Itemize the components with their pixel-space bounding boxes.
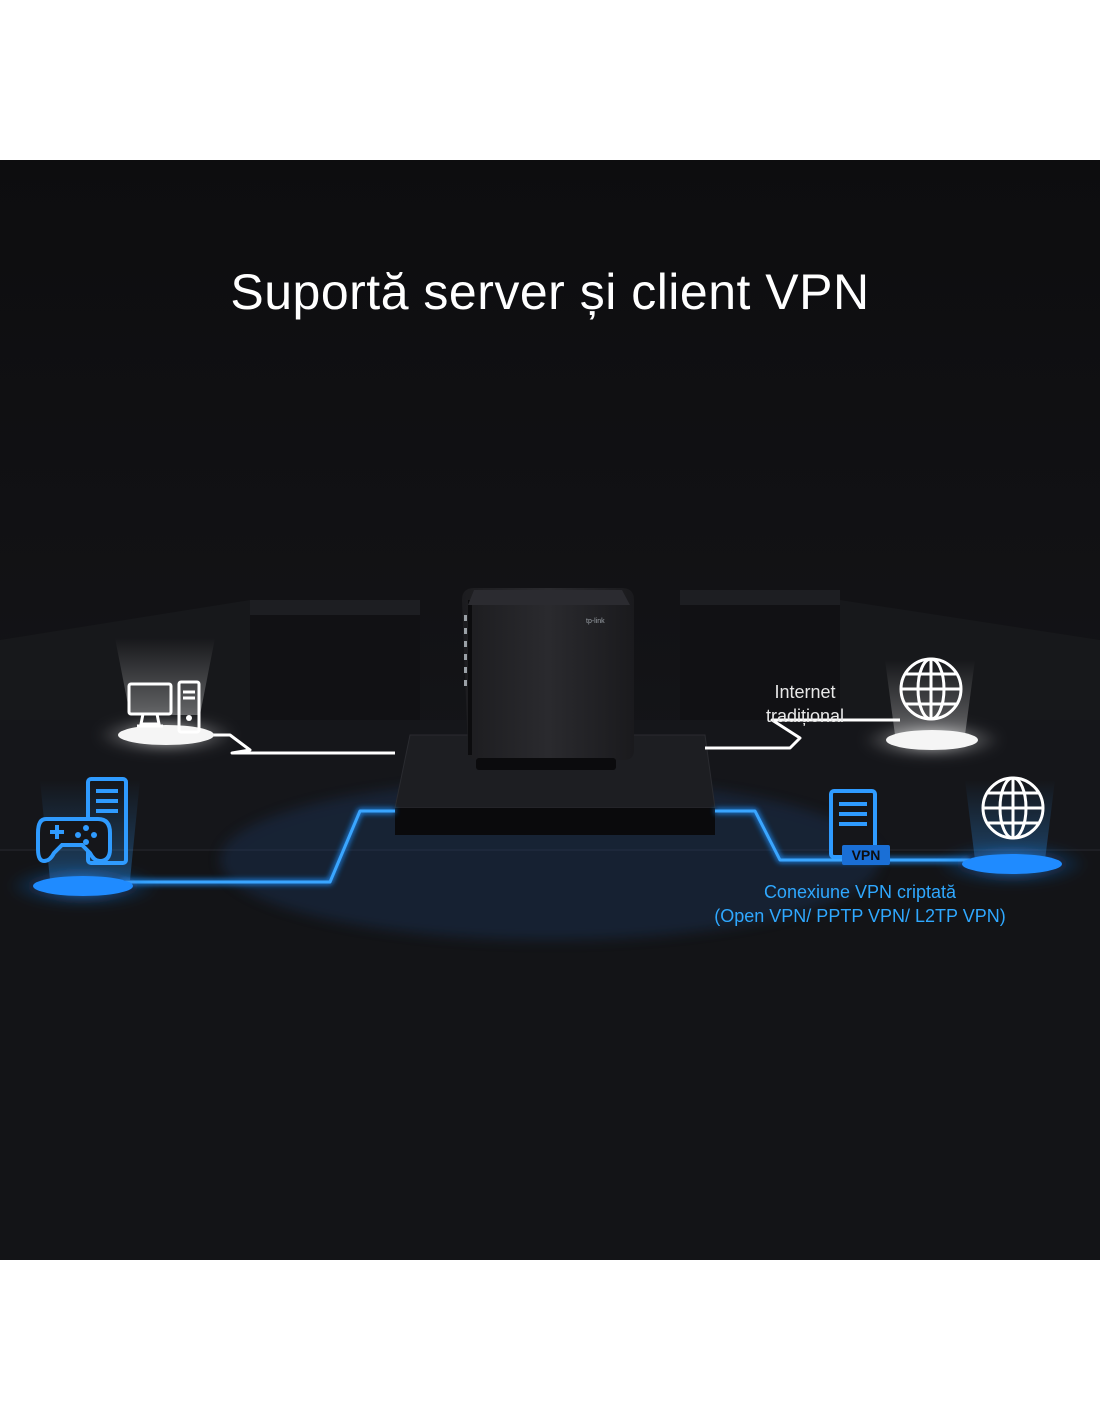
promo-scene: Suportă server și client VPN tp-link bbox=[0, 160, 1100, 1260]
internet-label-line2: tradițional bbox=[765, 706, 845, 726]
vpn-connection-line1: Conexiune VPN criptată bbox=[763, 882, 957, 902]
router-logo: tp-link bbox=[586, 618, 605, 625]
page-title: Suportă server și client VPN bbox=[230, 264, 870, 320]
internet-label: Internet tradițional bbox=[730, 680, 880, 728]
scene-graphic bbox=[0, 588, 1100, 1260]
vpn-connection-line2: (Open VPN/ PPTP VPN/ L2TP VPN) bbox=[714, 906, 1006, 926]
router-device bbox=[462, 588, 634, 770]
internet-label-line1: Internet bbox=[774, 682, 836, 702]
desktop-computer-icon bbox=[127, 680, 201, 734]
globe-icon bbox=[981, 776, 1045, 840]
vpn-connection-label: Conexiune VPN criptată (Open VPN/ PPTP V… bbox=[680, 880, 1040, 928]
globe-icon bbox=[899, 657, 963, 721]
gamepad-server-icon bbox=[36, 777, 128, 865]
vpn-badge: VPN bbox=[842, 845, 890, 865]
